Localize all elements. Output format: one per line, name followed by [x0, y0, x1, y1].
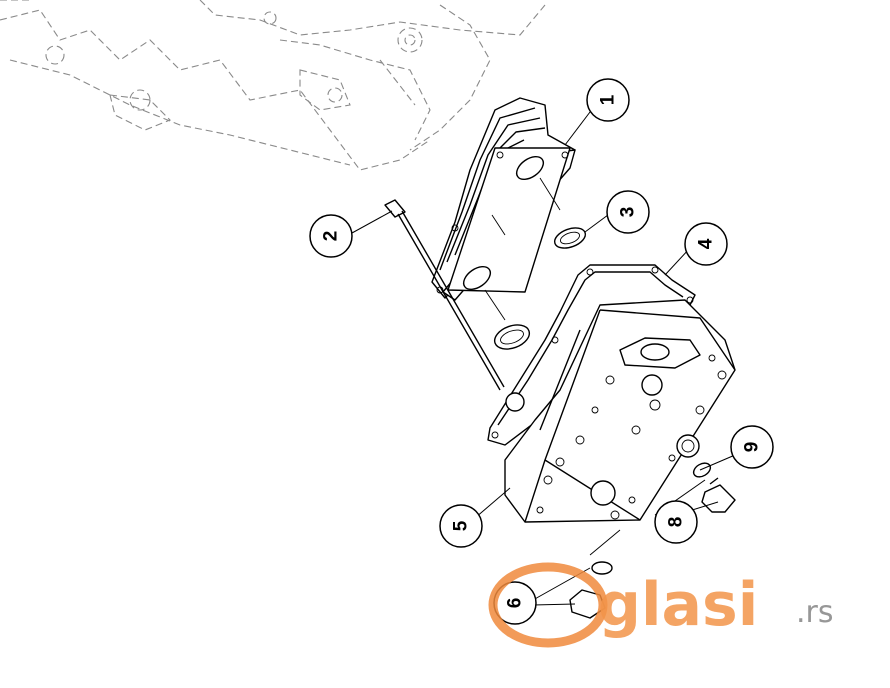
- housing-gasket: [487, 264, 696, 446]
- oil-cooler-housing: [504, 299, 736, 523]
- oglasi-watermark: glasi .rs: [488, 562, 834, 648]
- callout-5-label: 5: [451, 520, 472, 531]
- callout-5: 5: [439, 504, 483, 548]
- callout-2-label: 2: [321, 231, 342, 242]
- leader-lines: [351, 111, 736, 606]
- callout-3: 3: [606, 190, 650, 234]
- callout-8: 8: [654, 500, 698, 544]
- watermark-brand: glasi: [598, 570, 758, 640]
- o-ring-seals: [493, 227, 587, 350]
- callout-1-label: 1: [598, 94, 619, 105]
- watermark-tld: .rs: [796, 595, 834, 630]
- callout-9-label: 9: [742, 442, 763, 453]
- oil-cooler-element: [431, 97, 576, 321]
- callout-8-label: 8: [666, 517, 687, 528]
- callout-9: 9: [730, 425, 774, 469]
- engine-block-outline: [0, 0, 546, 171]
- callout-1: 1: [586, 78, 630, 122]
- callout-2: 2: [309, 214, 353, 258]
- callout-4-label: 4: [696, 238, 717, 249]
- callout-4: 4: [684, 222, 728, 266]
- callout-3-label: 3: [618, 207, 639, 218]
- plug-and-washer: [692, 462, 736, 513]
- watermark-o-ring: [488, 562, 608, 648]
- callout-6-label: 6: [505, 598, 526, 609]
- mounting-bolt: [384, 199, 505, 391]
